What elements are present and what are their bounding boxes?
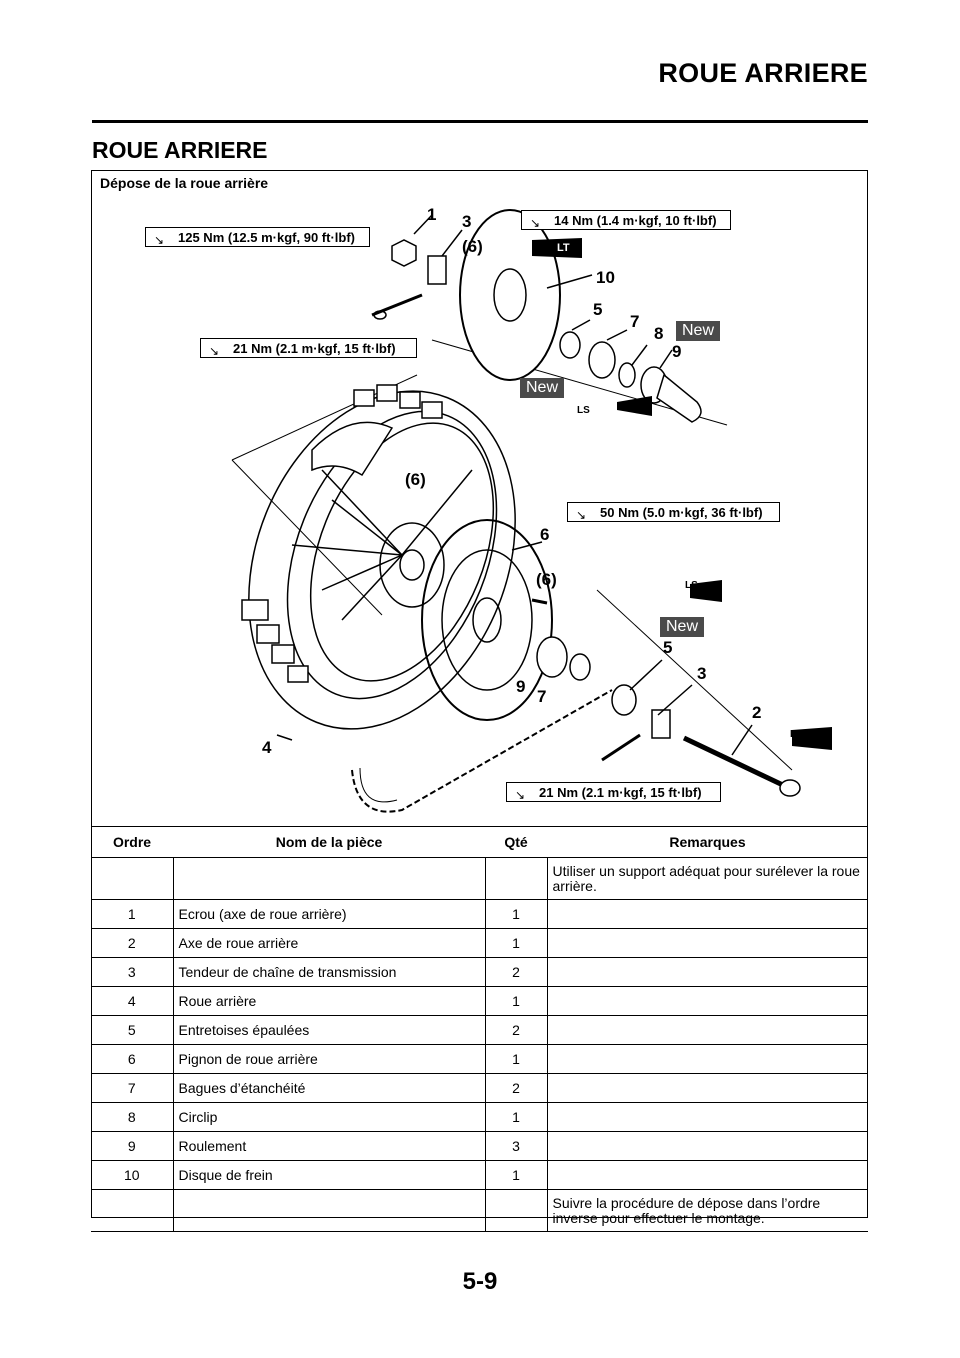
table-row: 7 Bagues d’étanchéité 2 <box>91 1073 868 1103</box>
running-header: ROUE ARRIERE <box>658 58 868 88</box>
callout-3-bottom: 3 <box>697 664 707 683</box>
callout-2: 2 <box>752 703 762 722</box>
ls-label: LS <box>685 580 698 591</box>
table-row: Suivre la procédure de dépose dans l’ord… <box>91 1189 868 1232</box>
torque-wrench-icon: ↘ <box>530 216 541 230</box>
table-row: Utiliser un support adéquat pour surélev… <box>91 857 868 900</box>
col-qte: Qté <box>485 826 547 858</box>
section-title: ROUE ARRIERE <box>92 137 268 163</box>
callout-6-disc-bolts: (6) <box>462 237 483 256</box>
table-row: 1 Ecrou (axe de roue arrière) 1 <box>91 899 868 929</box>
col-remarques: Remarques <box>547 826 868 858</box>
callout-1: 1 <box>427 205 437 224</box>
callout-8: 8 <box>654 324 664 343</box>
lt-label: LT <box>557 242 570 254</box>
table-row: 10 Disque de frein 1 <box>91 1160 868 1190</box>
new-tag: New <box>520 378 565 398</box>
header-rule <box>92 120 868 123</box>
torque-wrench-icon: ↘ <box>154 233 165 247</box>
table-row: 3 Tendeur de chaîne de transmission 2 <box>91 957 868 987</box>
torque-wrench-icon: ↘ <box>515 788 526 802</box>
torque-label-tensioner-bottom: ↘ 21 Nm (2.1 m·kgf, 15 ft·lbf) <box>506 782 721 802</box>
table-row: 9 Roulement 3 <box>91 1131 868 1161</box>
callout-6: 6 <box>540 525 550 544</box>
callout-9-bottom: 9 <box>516 677 526 696</box>
table-row: 6 Pignon de roue arrière 1 <box>91 1044 868 1074</box>
callout-7-top: 7 <box>630 312 640 331</box>
torque-label-nut: ↘ 125 Nm (12.5 m·kgf, 90 ft·lbf) <box>145 227 370 247</box>
ls-label: LS <box>577 405 590 416</box>
torque-label-tensioner-top: ↘ 21 Nm (2.1 m·kgf, 15 ft·lbf) <box>200 338 417 358</box>
torque-wrench-icon: ↘ <box>209 344 220 358</box>
torque-label-sprocket: ↘ 50 Nm (5.0 m·kgf, 36 ft·lbf) <box>567 502 780 522</box>
diagram-title: Dépose de la roue arrière <box>100 175 269 191</box>
new-tag: New <box>660 617 705 637</box>
callout-3-top: 3 <box>462 212 472 231</box>
callout-9-top: 9 <box>672 342 682 361</box>
parts-table: Ordre Nom de la pièce Qté Remarques Util… <box>91 826 868 1232</box>
col-nom: Nom de la pièce <box>173 826 485 858</box>
col-ordre: Ordre <box>91 826 173 858</box>
callout-6-hub-bolts: (6) <box>405 470 426 489</box>
table-row: 8 Circlip 1 <box>91 1102 868 1132</box>
new-tag: New <box>676 321 721 341</box>
torque-wrench-icon: ↘ <box>576 508 587 522</box>
callout-10: 10 <box>596 268 615 287</box>
callout-6-sprocket-bolts: (6) <box>536 570 557 589</box>
table-row: 4 Roue arrière 1 <box>91 986 868 1016</box>
exploded-diagram <box>231 209 832 813</box>
table-row: 5 Entretoises épaulées 2 <box>91 1015 868 1045</box>
callout-5-top: 5 <box>593 300 603 319</box>
callout-4: 4 <box>262 738 272 757</box>
page-number: 5-9 <box>462 1268 498 1295</box>
callout-7-bottom: 7 <box>537 687 547 706</box>
ls-label: LS <box>790 729 803 740</box>
torque-label-disc: ↘ 14 Nm (1.4 m·kgf, 10 ft·lbf) <box>521 210 731 230</box>
table-header-row: Ordre Nom de la pièce Qté Remarques <box>91 826 868 858</box>
table-row: 2 Axe de roue arrière 1 <box>91 928 868 958</box>
callout-5-bottom: 5 <box>663 638 673 657</box>
